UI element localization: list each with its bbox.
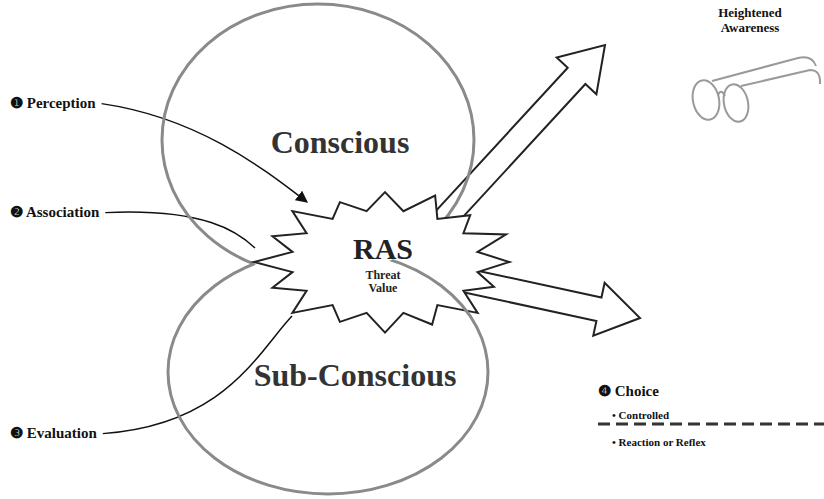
step-label: ❸ Evaluation [10,425,97,442]
label-slot: ❹ Choice [598,382,659,400]
choice-option: • Controlled [612,409,669,422]
step-label: ❷ Association [10,204,99,221]
outcome-label: Heightened Awareness [705,6,795,36]
divider-line [598,423,824,426]
node-title: RAS [353,233,413,265]
label-slot: Heightened Awareness [705,6,795,36]
node-title: Sub-Conscious [254,359,457,393]
label-slot: ❶ Perception [10,94,96,112]
label-slot: • Reaction or Reflex [612,432,706,450]
ras-starburst: RAS Threat Value [252,188,518,336]
label-slot: ❷ Association [10,203,99,221]
subconscious-region: Sub-Conscious [166,248,490,496]
step-label: ❹ Choice [598,383,659,400]
choice-option: • Reaction or Reflex [612,436,706,449]
label-slot: • Controlled [612,405,669,423]
node-subtitle: Threat Value [351,269,415,295]
step-label: ❶ Perception [10,95,96,112]
starburst-outline [254,192,509,332]
glasses-icon [689,57,820,124]
label-slot: ❸ Evaluation [10,424,97,442]
ellipse-outline [168,250,488,494]
leader-line [105,212,255,248]
node-title: Conscious [271,126,410,160]
